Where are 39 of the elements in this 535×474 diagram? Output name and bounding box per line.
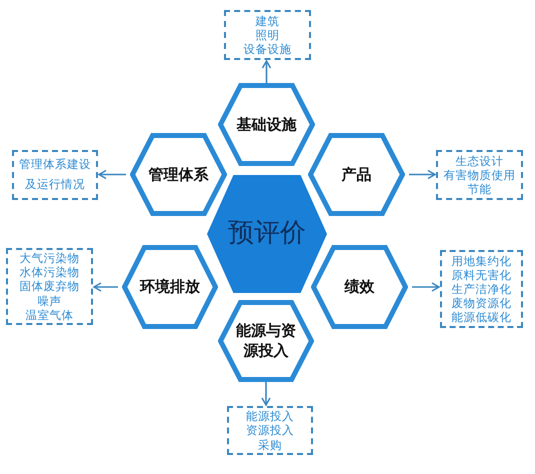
category-label: 环境排放 [138,277,201,297]
list-item: 节能 [468,182,492,196]
list-item: 有害物质使用 [444,168,516,182]
list-item: 废物资源化 [452,296,512,310]
list-item: 水体污染物 [20,265,80,280]
list-item: 生产洁净化 [452,282,512,296]
category-label: 绩效 [343,277,376,297]
list-item: 噪声 [38,294,62,308]
list-item: 设备设施 [244,42,292,56]
dashed-box [436,150,523,200]
list-item: 能源投入 [246,409,294,424]
list-item: 生态设计 [456,154,504,168]
dashed-box [224,10,311,60]
list-item: 温室气体 [26,308,74,322]
dashed-box [227,406,313,455]
list-item: 资源投入 [246,423,294,438]
arrow [93,282,118,292]
category-label: 管理体系 [148,164,210,184]
dashed-box [12,150,98,200]
center-title: 预评价 [227,217,307,250]
list-item: 采购 [258,438,282,452]
arrow [262,60,272,83]
arrow [98,170,126,180]
list-item: 管理体系建设及运行情况 [18,156,92,193]
dashed-box [6,248,93,325]
arrow [261,382,271,406]
list-item: 固体废弃物 [20,279,80,294]
list-item: 照明 [256,28,280,42]
list-item: 建筑 [256,14,280,28]
list-item: 大气污染物 [20,251,80,266]
list-item: 原料无害化 [452,268,512,282]
arrow [409,170,436,180]
category-label: 能源与资源投入 [235,322,297,360]
category-label: 基础设施 [236,114,298,134]
list-item: 用地集约化 [452,254,512,268]
dashed-box [440,250,523,328]
category-label: 产品 [340,164,372,184]
list-item: 能源低碳化 [452,310,512,324]
arrow [412,282,440,292]
